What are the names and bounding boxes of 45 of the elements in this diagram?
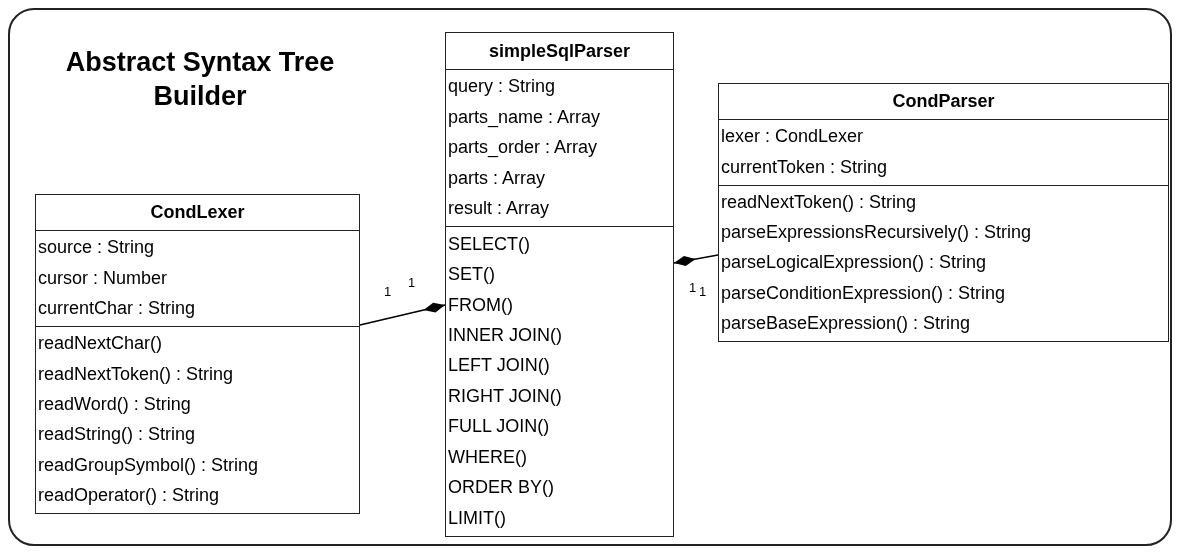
composition-line xyxy=(673,254,719,266)
method-text: FULL JOIN() xyxy=(447,417,551,438)
method-text: readWord() : String xyxy=(37,394,192,415)
method-text: LEFT JOIN() xyxy=(447,356,551,377)
multiplicity-label: 1 xyxy=(689,280,697,295)
method-text: readGroupSymbol() : String xyxy=(37,455,260,476)
class-name: CondLexer xyxy=(150,202,245,223)
method-text: parseConditionExpression() : String xyxy=(720,283,1007,304)
method-text: RIGHT JOIN() xyxy=(447,386,563,407)
method-text: WHERE() xyxy=(447,447,528,468)
method-text: SELECT() xyxy=(447,234,531,255)
method-text: SET() xyxy=(447,265,496,285)
multiplicity-label: 1 xyxy=(384,284,392,299)
method-text: readNextToken() : String xyxy=(720,192,918,213)
method-text: readOperator() : String xyxy=(37,485,221,506)
attribute-text: currentToken : String xyxy=(720,157,889,178)
package-name: Abstract Syntax Tree Builder xyxy=(64,46,336,113)
attribute-text: parts_order : Array xyxy=(447,138,599,159)
multiplicity-label: 1 xyxy=(408,275,416,290)
class-box xyxy=(718,83,1169,342)
attribute-text: query : String xyxy=(447,77,557,98)
method-text: ORDER BY() xyxy=(447,478,555,499)
attribute-text: cursor : Number xyxy=(37,268,169,289)
method-text: parseBaseExpression() : String xyxy=(720,313,972,334)
attribute-text: source : String xyxy=(37,238,156,259)
method-text: readNextToken() : String xyxy=(37,364,235,385)
method-text: parseLogicalExpression() : String xyxy=(720,253,988,274)
package-frame xyxy=(8,8,1172,546)
composition-line xyxy=(359,302,446,326)
attribute-text: currentChar : String xyxy=(37,298,197,319)
attribute-text: result : Array xyxy=(447,199,551,219)
attribute-text: lexer : CondLexer xyxy=(720,127,865,148)
multiplicity-label: 1 xyxy=(699,284,707,299)
attribute-text: parts : Array xyxy=(447,168,547,189)
method-text: INNER JOIN() xyxy=(447,326,563,346)
class-box xyxy=(35,194,360,514)
method-text: readString() : String xyxy=(37,425,197,446)
class-box xyxy=(445,32,674,537)
method-text: readNextChar() xyxy=(37,334,164,355)
method-text: FROM() xyxy=(447,295,514,316)
attribute-text: parts_name : Array xyxy=(447,107,602,128)
class-name: simpleSqlParser xyxy=(488,40,631,62)
class-name: CondParser xyxy=(892,91,995,112)
method-text: parseExpressionsRecursively() : String xyxy=(720,223,1033,243)
method-text: LIMIT() xyxy=(447,508,507,529)
